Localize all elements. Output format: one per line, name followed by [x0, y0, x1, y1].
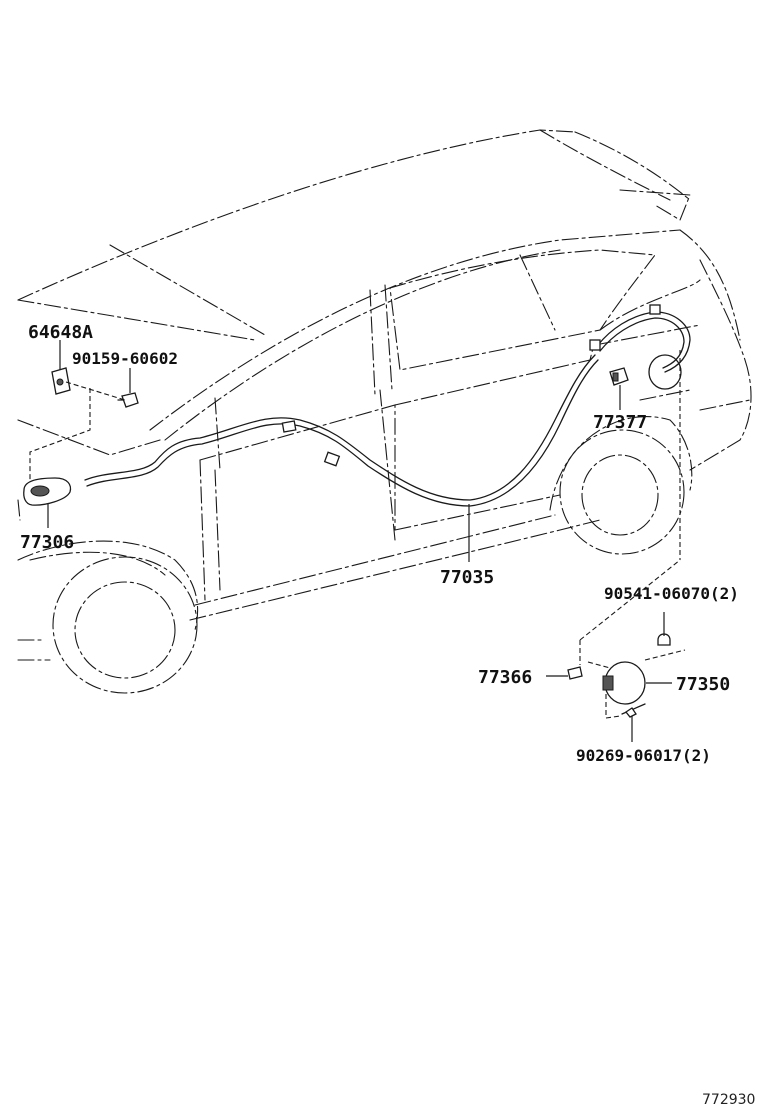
figure-reference-number: 772930	[702, 1092, 755, 1108]
label-64648a: 64648A	[28, 322, 93, 343]
part-77350-fuel-lid	[602, 661, 646, 705]
part-labels: 64648A 90159-60602 77306 77035 77377 905…	[20, 322, 739, 765]
label-90541-06070: 90541-06070(2)	[604, 584, 739, 603]
label-90159-60602: 90159-60602	[72, 349, 178, 368]
fuel-lid-cable	[84, 304, 691, 507]
assembly-lines	[29, 350, 686, 719]
part-90159-60602-screw	[117, 392, 139, 408]
label-77377: 77377	[593, 412, 647, 433]
label-77350: 77350	[676, 674, 730, 695]
part-64648a-bracket	[51, 367, 71, 395]
leader-lines	[47, 340, 672, 742]
label-90269-06017: 90269-06017(2)	[576, 746, 711, 765]
part-90541-06070-cushion	[657, 633, 671, 646]
label-77306: 77306	[20, 532, 74, 553]
part-90269-06017-rivet	[621, 703, 646, 718]
car-body-outline	[17, 129, 752, 694]
part-77306-lever	[23, 477, 72, 506]
label-77366: 77366	[478, 667, 532, 688]
part-77377-lock	[609, 367, 629, 386]
label-77035: 77035	[440, 567, 494, 588]
part-77366-hinge	[567, 666, 583, 680]
